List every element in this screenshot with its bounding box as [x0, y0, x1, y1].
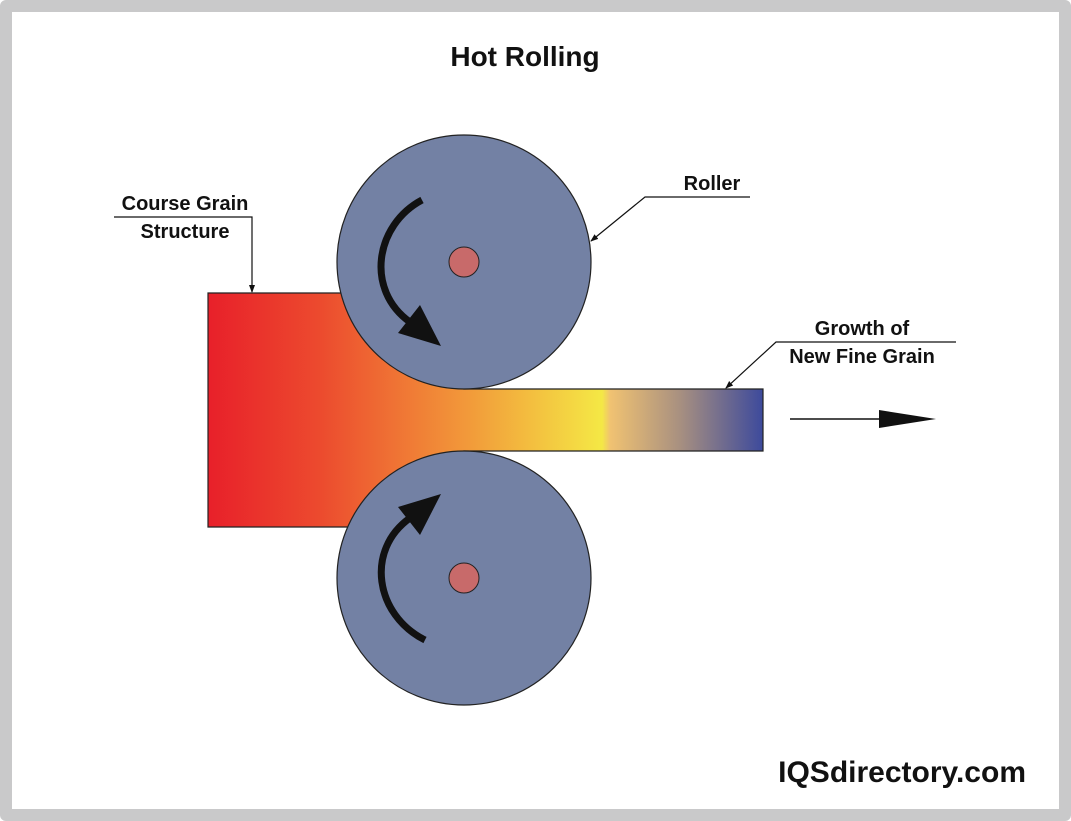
roller-axle [448, 562, 480, 594]
roller-axle [448, 246, 480, 278]
watermark-logo: IQSdirectory.com [778, 756, 1026, 789]
diagram-title: Hot Rolling [450, 41, 599, 72]
course-grain-leader-line [114, 216, 255, 293]
course-grain-label-line2: Structure [141, 221, 230, 243]
roller-label: Roller [684, 173, 741, 195]
roller-leader-line [590, 196, 750, 242]
output-direction-arrow-icon [790, 410, 936, 428]
bottom-rotation-arrow-icon [377, 494, 441, 644]
course-grain-callout: Course Grain Structure [114, 193, 255, 293]
course-grain-label-line1: Course Grain [122, 193, 249, 215]
growth-leader-line [725, 341, 956, 389]
growth-label-line2: New Fine Grain [789, 346, 935, 368]
top-roller [336, 134, 592, 390]
growth-label-line1: Growth of [815, 318, 910, 340]
growth-callout: Growth of New Fine Grain [725, 318, 956, 389]
top-rotation-arrow-icon [377, 196, 441, 346]
bottom-roller [336, 450, 592, 706]
roller-callout: Roller [590, 173, 750, 242]
